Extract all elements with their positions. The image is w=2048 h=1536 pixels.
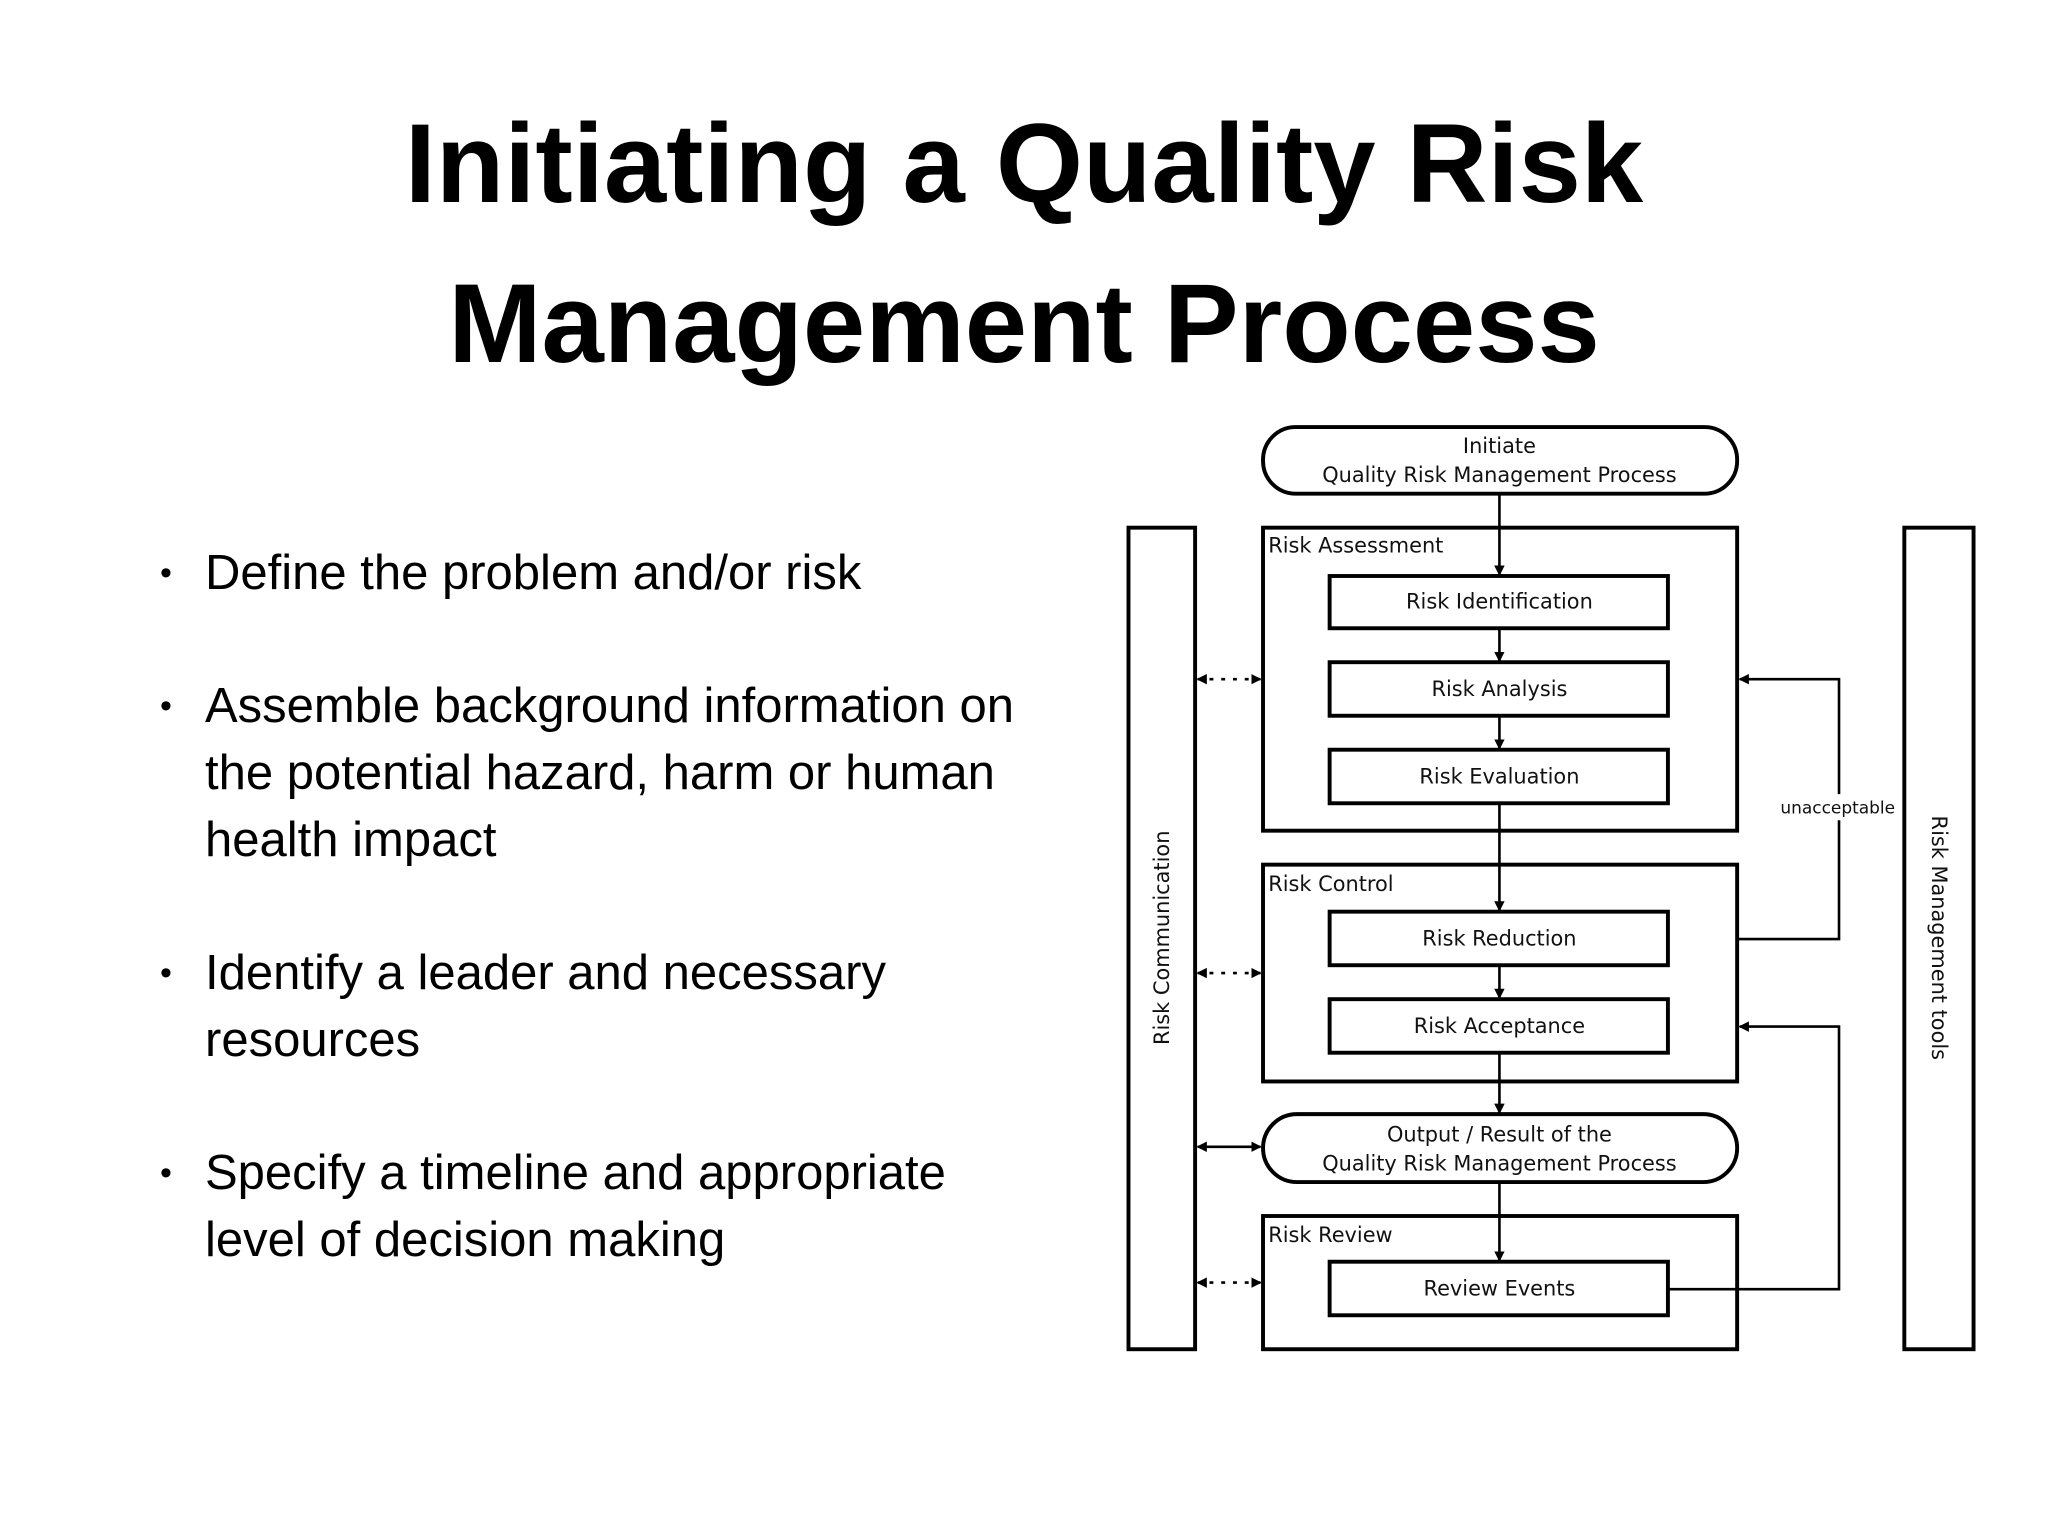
step-risk-acceptance: Risk Acceptance bbox=[1414, 1014, 1585, 1038]
risk-communication-bar bbox=[1126, 525, 1198, 1352]
step-risk-evaluation: Risk Evaluation bbox=[1419, 765, 1579, 789]
title-line-1: Initiating a Quality Risk bbox=[404, 101, 1644, 226]
risk-control-label: Risk Control bbox=[1268, 872, 1393, 896]
output-terminator bbox=[1261, 1112, 1740, 1184]
start-line-1: Initiate bbox=[1463, 434, 1536, 458]
risk-management-tools-label: Risk Management tools bbox=[1927, 816, 1951, 1060]
step-box bbox=[1327, 574, 1670, 631]
unacceptable-label: unacceptable bbox=[1780, 799, 1895, 819]
bullet-item: Assemble background information on the p… bbox=[160, 673, 1060, 874]
bullet-item: Identify a leader and necessary resource… bbox=[160, 940, 1060, 1074]
risk-review-label: Risk Review bbox=[1268, 1223, 1392, 1247]
bullet-item: Specify a timeline and appropriate level… bbox=[160, 1140, 1060, 1274]
start-line-2: Quality Risk Management Process bbox=[1322, 463, 1676, 487]
risk-communication-label: Risk Communication bbox=[1150, 831, 1174, 1045]
step-risk-reduction: Risk Reduction bbox=[1422, 927, 1576, 951]
bullet-list: Define the problem and/or risk Assemble … bbox=[160, 540, 1060, 1340]
step-risk-identification: Risk Identification bbox=[1406, 590, 1593, 614]
step-review-events: Review Events bbox=[1424, 1277, 1576, 1301]
step-risk-analysis: Risk Analysis bbox=[1431, 677, 1567, 701]
slide-title: Initiating a Quality Risk Management Pro… bbox=[0, 84, 2048, 404]
title-line-2: Management Process bbox=[448, 261, 1600, 386]
bullet-item: Define the problem and/or risk bbox=[160, 540, 1060, 607]
output-line-2: Quality Risk Management Process bbox=[1322, 1151, 1676, 1175]
output-line-1: Output / Result of the bbox=[1387, 1123, 1612, 1147]
risk-assessment-label: Risk Assessment bbox=[1268, 533, 1443, 557]
risk-management-tools-bar bbox=[1902, 525, 1976, 1352]
